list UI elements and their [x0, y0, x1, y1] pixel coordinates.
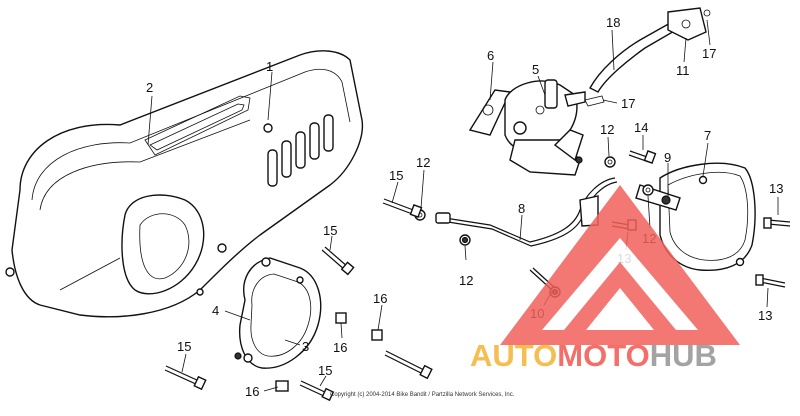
bolt-13c: [755, 274, 786, 288]
callout-6: 6: [487, 48, 494, 63]
copyright-notice: Copyright (c) 2004-2014 Bike Bandit / Pa…: [330, 392, 515, 398]
bolt-15d: [299, 380, 335, 402]
brand-part-hub: HUB: [650, 338, 717, 373]
callout-15b: 15: [323, 223, 337, 238]
callout-9: 9: [664, 150, 671, 165]
callout-15c: 15: [177, 339, 191, 354]
bolt-14: [628, 150, 657, 164]
callout-12a: 12: [416, 155, 430, 170]
callout-14: 14: [634, 120, 648, 135]
oil-hose-assembly: [584, 7, 711, 107]
bolt-13a: [763, 217, 791, 229]
callout-1: 1: [266, 59, 273, 74]
bolt-15a: [382, 198, 423, 218]
watermark-brand: AUTOMOTOHUB: [470, 338, 717, 373]
left-crankcase-cover: [5, 50, 364, 318]
callout-16b: 16: [333, 340, 347, 355]
screw-16b: [275, 380, 289, 392]
callout-2: 2: [146, 80, 153, 95]
brand-part-moto: MOTO: [557, 338, 649, 373]
cover-gasket: [144, 95, 251, 156]
cover-vents: [267, 114, 334, 187]
bolt-15b: [321, 246, 355, 276]
callout-13c: 13: [758, 308, 772, 323]
callout-4: 4: [212, 303, 219, 318]
callout-3: 3: [302, 339, 309, 354]
oil-pump-cover: [659, 162, 756, 272]
callout-11: 11: [676, 63, 690, 78]
callout-12b: 12: [600, 122, 614, 137]
callout-15a: 15: [389, 168, 403, 183]
callout-16c: 16: [245, 384, 259, 399]
callout-17b: 17: [621, 96, 635, 111]
callout-13a: 13: [769, 181, 783, 196]
watermark: AUTOMOTOHUB: [470, 185, 740, 373]
watermark-triangle-logo: [500, 185, 740, 345]
callout-8: 8: [518, 201, 525, 216]
leader-lines: [147, 19, 779, 392]
callout-12d: 12: [459, 273, 473, 288]
callout-15d: 15: [318, 363, 332, 378]
brand-part-auto: AUTO: [470, 338, 557, 373]
callout-17a: 17: [702, 46, 716, 61]
screw-16c: [335, 312, 383, 341]
callout-7: 7: [704, 128, 711, 143]
oil-pump-assembly: [468, 79, 586, 176]
bolts-and-screws: [164, 150, 791, 402]
callout-16a: 16: [373, 291, 387, 306]
small-side-cover: [234, 257, 322, 369]
callout-18: 18: [606, 15, 620, 30]
callout-5: 5: [532, 62, 539, 77]
bolt-15c: [164, 365, 207, 391]
screw-16a: [384, 350, 433, 380]
